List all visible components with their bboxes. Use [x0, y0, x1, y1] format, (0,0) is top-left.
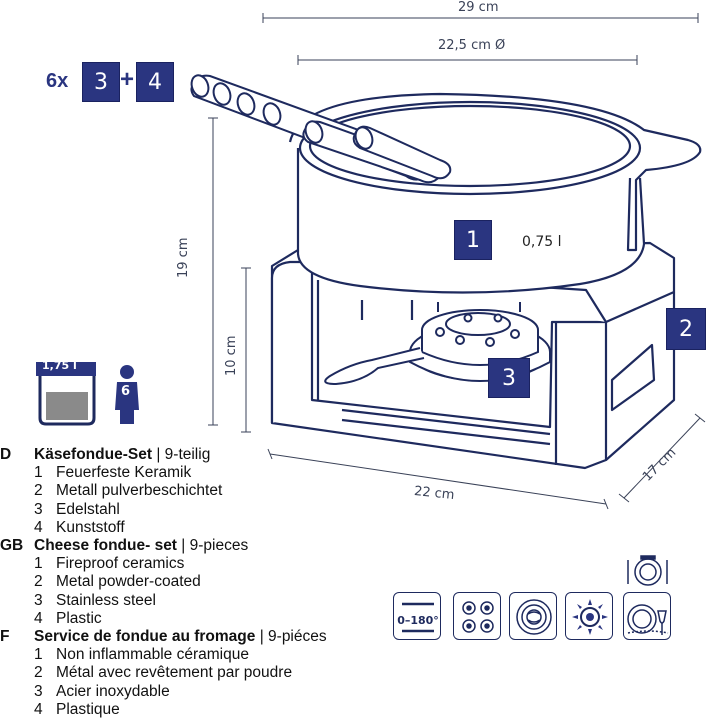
item-number: 1	[34, 646, 43, 664]
oven-temp-text: 0–180°	[397, 614, 439, 627]
lang-code: D	[0, 446, 12, 463]
item-number: 4	[34, 609, 43, 627]
legend-item: 1 Feuerfeste Keramik	[0, 464, 440, 482]
item-number: 4	[34, 518, 43, 536]
item-text: Acier inoxydable	[56, 682, 170, 700]
legend-block-gb: GB Cheese fondue- set | 9-pieces 1 Firepro…	[0, 537, 440, 628]
fondue-forks	[190, 74, 452, 184]
height-total-label: 19 cm	[176, 237, 191, 279]
legend-item: 3 Acier inoxydable	[0, 683, 440, 701]
item-number: 2	[34, 482, 43, 500]
plus-sign: +	[120, 66, 135, 93]
electric-hob-icon	[453, 592, 501, 640]
capacity-volume: 1,75 l	[42, 359, 77, 372]
item-number: 1	[34, 555, 43, 573]
capacity-persons: 6	[121, 384, 131, 399]
badge-part-4: 4	[136, 62, 174, 102]
legend-item: 2 Metall pulverbeschichtet	[0, 482, 440, 500]
badge-burner: 3	[488, 358, 530, 398]
induction-hob-icon	[509, 592, 557, 640]
item-text: Plastic	[56, 609, 102, 627]
legend-pieces: 9-piéces	[268, 628, 327, 646]
diameter-label: 22,5 cm Ø	[438, 38, 506, 53]
legend-block-de: D Käsefondue-Set | 9-teilig 1 Feuerfeste K…	[0, 446, 440, 537]
legend-separator: |	[259, 628, 264, 646]
legend-item: 4 Plastic	[0, 610, 440, 628]
width-total-label: 29 cm	[458, 0, 499, 15]
material-legend: D Käsefondue-Set | 9-teilig 1 Feuerfeste K…	[0, 446, 440, 719]
item-number: 1	[34, 464, 43, 482]
item-text: Kunststoff	[56, 518, 125, 536]
item-text: Non inflammable céramique	[56, 646, 249, 664]
item-text: Metall pulverbeschichtet	[56, 482, 223, 500]
dimension-line-base-width	[267, 448, 609, 510]
dimension-line-base-depth	[618, 413, 706, 503]
item-text: Plastique	[56, 700, 120, 718]
item-text: Edelstahl	[56, 500, 120, 518]
legend-title: Cheese fondue- set	[34, 537, 177, 555]
dishwasher-icon	[623, 592, 671, 640]
item-number: 4	[34, 700, 43, 718]
badge-part-3: 3	[82, 62, 120, 102]
legend-pieces: 9-pieces	[189, 537, 249, 555]
item-text: Métal avec revêtement par poudre	[56, 664, 293, 682]
item-text: Feuerfeste Keramik	[56, 464, 192, 482]
item-number: 3	[34, 682, 43, 700]
item-number: 2	[34, 664, 43, 682]
item-number: 3	[34, 591, 43, 609]
legend-item: 2 Metal powder-coated	[0, 573, 440, 591]
dimension-line-height-stand	[241, 267, 251, 433]
ceramic-pot	[288, 92, 702, 294]
legend-item: 1 Non inflammable céramique	[0, 646, 440, 664]
tableware-icon	[627, 555, 668, 586]
legend-title: Service de fondue au fromage	[34, 628, 256, 646]
gas-hob-icon	[565, 592, 613, 640]
item-text: Fireproof ceramics	[56, 555, 185, 573]
set-multiplier: 6x	[46, 70, 69, 92]
badge-pot: 1	[454, 220, 492, 260]
legend-item: 1 Fireproof ceramics	[0, 555, 440, 573]
legend-pieces: 9-teilig	[164, 446, 211, 463]
item-text: Metal powder-coated	[56, 573, 201, 591]
legend-item: 4 Plastique	[0, 701, 440, 719]
pot-capacity: 0,75 l	[522, 234, 562, 250]
dimension-line-height-total	[208, 117, 218, 426]
legend-separator: |	[181, 537, 186, 555]
dimension-line-diameter	[297, 55, 638, 65]
dimension-line-width-total	[262, 13, 699, 23]
item-number: 2	[34, 573, 43, 591]
legend-item: 4 Kunststoff	[0, 519, 440, 537]
item-text: Stainless steel	[56, 591, 156, 609]
legend-separator: |	[156, 446, 161, 463]
legend-item: 3 Edelstahl	[0, 501, 440, 519]
item-number: 3	[34, 500, 43, 518]
person-icon	[115, 365, 139, 424]
legend-block-fr: F Service de fondue au fromage | 9-piéces…	[0, 628, 440, 719]
capacity-pot-icon	[36, 362, 96, 426]
oven-temperature-icon: 0–180°	[393, 592, 441, 640]
lang-code: F	[0, 628, 10, 646]
legend-item: 3 Stainless steel	[0, 592, 440, 610]
lang-code: GB	[0, 537, 24, 555]
legend-item: 2 Métal avec revêtement par poudre	[0, 664, 440, 682]
legend-title: Käsefondue-Set	[34, 446, 152, 463]
height-stand-label: 10 cm	[224, 335, 239, 377]
badge-stand: 2	[666, 308, 706, 350]
